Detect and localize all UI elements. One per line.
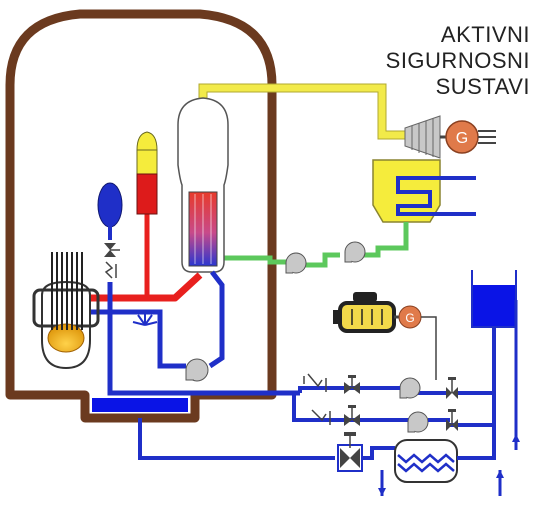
containment-sump: [92, 398, 188, 412]
lpi-check-valve-icon: [311, 409, 331, 425]
sump-recirc-line: [138, 418, 335, 460]
accumulator-to-core-line: [107, 282, 300, 396]
steam-line-outline: [198, 83, 405, 140]
recirc-valve-icon: [337, 432, 363, 472]
cold-leg: [208, 270, 225, 369]
lpi-pump-icon: [407, 411, 429, 433]
hx-inlet-line: [362, 446, 395, 460]
feedwater-pump-1: [344, 241, 366, 263]
diesel-generator-icon: [333, 292, 396, 333]
feedwater-line-2: [300, 252, 340, 268]
diesel-generator-alternator-icon: G: [398, 305, 422, 329]
reactor-coolant-pump: [185, 358, 209, 382]
feedwater-line: [350, 222, 409, 258]
title-line-3: SUSTAVI: [435, 74, 530, 99]
flow-arrow-up-2: [512, 434, 520, 442]
cold-leg-return: [90, 309, 186, 369]
storage-tank: [472, 285, 516, 327]
title-line-1: AKTIVNI: [440, 22, 530, 47]
hx-outlet-line: [457, 425, 496, 460]
accumulator-check-valve-icon: [104, 261, 117, 279]
feedwater-pump-2: [285, 252, 307, 274]
accumulator-valve-icon: [104, 243, 120, 257]
accumulator-tank: [97, 182, 123, 228]
svg-text:G: G: [456, 130, 468, 147]
lpi-tank-valve-icon: [446, 409, 458, 431]
lpi-valve-icon: [344, 405, 360, 426]
diesel-power-line: [421, 316, 437, 380]
heat-exchanger-icon: [394, 439, 458, 483]
flow-arrow-down: [378, 488, 386, 496]
svg-text:G: G: [405, 311, 414, 325]
condenser-cooling-loop: [396, 176, 476, 216]
turbine-icon: [404, 115, 441, 159]
hpi-check-valve-icon: [303, 373, 327, 392]
title-line-2: SIGURNOSNI: [385, 48, 530, 73]
steam-line: [199, 84, 405, 139]
hot-leg: [90, 272, 203, 302]
hpi-valve-icon: [344, 375, 360, 394]
feedwater-line-3: [215, 255, 290, 265]
pressurizer: [136, 131, 158, 215]
flow-arrow-up: [496, 470, 504, 478]
control-rods: [51, 252, 83, 330]
hpi-tank-valve-icon: [446, 377, 458, 399]
hpi-pump-icon: [399, 377, 421, 399]
hpi-discharge-line: [298, 386, 400, 393]
containment-spray-icon: [132, 313, 158, 326]
tank-outlet-line: [450, 327, 496, 427]
lpi-line: [292, 393, 410, 422]
